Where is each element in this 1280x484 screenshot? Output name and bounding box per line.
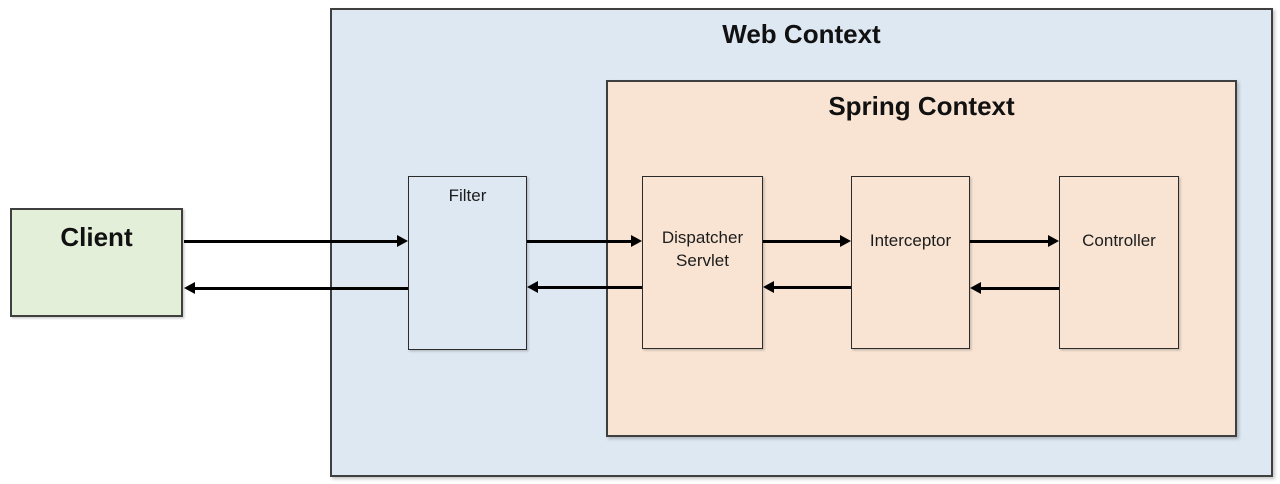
arrow-interceptor-to-controller <box>970 235 1059 247</box>
arrow-interceptor-to-dispatcher-servlet <box>763 281 851 293</box>
arrow-shaft <box>537 285 642 289</box>
dispatcher-servlet-node-label: Dispatcher Servlet <box>661 228 744 270</box>
arrow-shaft <box>194 286 408 290</box>
dispatcher-servlet-node: Dispatcher Servlet <box>642 176 763 349</box>
arrowhead-left-icon <box>763 281 774 293</box>
arrowhead-right-icon <box>631 235 642 247</box>
arrow-dispatcher-servlet-to-interceptor <box>763 235 851 247</box>
arrowhead-right-icon <box>1048 235 1059 247</box>
controller-node: Controller <box>1059 176 1179 349</box>
arrowhead-left-icon <box>527 281 538 293</box>
arrow-client-to-filter <box>184 235 408 247</box>
arrowhead-left-icon <box>184 282 195 294</box>
arrow-filter-to-dispatcher-servlet <box>527 235 642 247</box>
client-node: Client <box>10 208 183 317</box>
arrow-shaft <box>970 239 1049 243</box>
arrowhead-left-icon <box>970 282 981 294</box>
controller-node-label: Controller <box>1082 231 1156 250</box>
interceptor-node-label: Interceptor <box>869 231 952 250</box>
interceptor-node: Interceptor <box>851 176 970 349</box>
filter-node: Filter <box>408 176 527 350</box>
arrow-controller-to-interceptor <box>970 282 1059 294</box>
arrow-filter-to-client <box>184 282 408 294</box>
client-node-label: Client <box>60 222 133 252</box>
spring-context-title: Spring Context <box>828 91 1015 121</box>
web-context-title: Web Context <box>722 19 881 49</box>
arrowhead-right-icon <box>840 235 851 247</box>
arrow-dispatcher-servlet-to-filter <box>527 281 642 293</box>
arrow-shaft <box>773 285 851 289</box>
filter-node-label: Filter <box>448 186 487 205</box>
arrow-shaft <box>980 286 1059 290</box>
arrow-shaft <box>184 239 398 243</box>
arrowhead-right-icon <box>397 235 408 247</box>
arrow-shaft <box>527 239 632 243</box>
arrow-shaft <box>763 239 841 243</box>
